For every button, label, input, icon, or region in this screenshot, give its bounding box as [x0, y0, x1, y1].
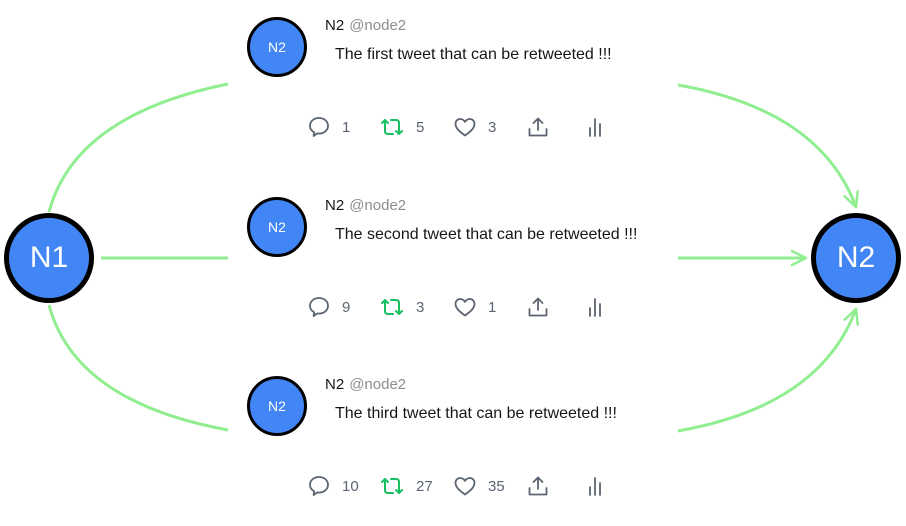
author-handle[interactable]: @node2 — [349, 197, 407, 214]
reply-button[interactable]: 9 — [307, 295, 350, 319]
reply-icon — [309, 297, 329, 317]
share-icon — [528, 117, 548, 137]
analytics-button[interactable] — [583, 115, 607, 139]
retweet-count: 3 — [416, 298, 425, 316]
reply-button[interactable]: 1 — [307, 115, 350, 139]
like-button[interactable]: 3 — [453, 115, 496, 139]
retweet-count: 27 — [416, 477, 433, 495]
tweet-text: The first tweet that can be retweeted !!… — [335, 46, 612, 63]
share-button[interactable] — [526, 295, 550, 319]
heart-icon — [454, 118, 476, 137]
edge-n1-tweet3 — [47, 304, 229, 432]
reply-count: 9 — [342, 298, 351, 316]
like-count: 3 — [488, 118, 497, 136]
author-handle[interactable]: @node2 — [349, 17, 407, 34]
analytics-icon — [589, 477, 601, 496]
author-name[interactable]: N2 — [325, 17, 345, 34]
retweet-icon — [381, 299, 403, 315]
avatar[interactable]: N2 — [247, 376, 307, 436]
reply-icon — [309, 476, 329, 496]
edge-tweet3-n2 — [677, 307, 859, 433]
like-count: 35 — [488, 477, 505, 495]
like-count: 1 — [488, 298, 497, 316]
reply-count: 1 — [342, 118, 351, 136]
avatar-label: N2 — [268, 219, 286, 235]
tweet-header: N2@node2 — [325, 17, 406, 34]
node-n1: N1 — [4, 213, 94, 303]
reply-button[interactable]: 10 — [307, 474, 359, 498]
node-n1-label: N1 — [29, 241, 69, 274]
tweet-header: N2@node2 — [325, 197, 406, 214]
share-icon — [528, 476, 548, 496]
share-icon — [528, 297, 548, 317]
analytics-icon — [589, 298, 601, 317]
like-button[interactable]: 1 — [453, 295, 496, 319]
tweet-card: N2 N2@node2 The second tweet that can be… — [246, 197, 666, 347]
tweet-card: N2 N2@node2 The third tweet that can be … — [246, 376, 666, 526]
analytics-button[interactable] — [583, 295, 607, 319]
analytics-icon — [589, 118, 601, 137]
retweet-button[interactable]: 5 — [379, 115, 424, 139]
avatar-label: N2 — [268, 39, 286, 55]
edges-layer — [47, 82, 859, 433]
retweet-count: 5 — [416, 118, 425, 136]
heart-icon — [454, 298, 476, 317]
like-button[interactable]: 35 — [453, 474, 505, 498]
edge-n1-tweet1 — [47, 82, 229, 213]
retweet-icon — [381, 119, 403, 135]
analytics-button[interactable] — [583, 474, 607, 498]
reply-count: 10 — [342, 477, 359, 495]
tweet-text: The third tweet that can be retweeted !!… — [335, 405, 617, 422]
reply-icon — [309, 117, 329, 137]
share-button[interactable] — [526, 115, 550, 139]
node-n2-label: N2 — [836, 241, 876, 274]
author-name[interactable]: N2 — [325, 197, 345, 214]
author-name[interactable]: N2 — [325, 376, 345, 393]
edge-tweet1-n2 — [677, 83, 859, 209]
retweet-button[interactable]: 27 — [379, 474, 433, 498]
share-button[interactable] — [526, 474, 550, 498]
tweet-header: N2@node2 — [325, 376, 406, 393]
avatar-label: N2 — [268, 398, 286, 414]
author-handle[interactable]: @node2 — [349, 376, 407, 393]
avatar[interactable]: N2 — [247, 197, 307, 257]
avatar[interactable]: N2 — [247, 17, 307, 77]
retweet-icon — [381, 478, 403, 494]
tweet-card: N2 N2@node2 The first tweet that can be … — [246, 17, 666, 167]
heart-icon — [454, 477, 476, 496]
retweet-button[interactable]: 3 — [379, 295, 424, 319]
node-n2: N2 — [811, 213, 901, 303]
tweet-text: The second tweet that can be retweeted !… — [335, 226, 638, 243]
